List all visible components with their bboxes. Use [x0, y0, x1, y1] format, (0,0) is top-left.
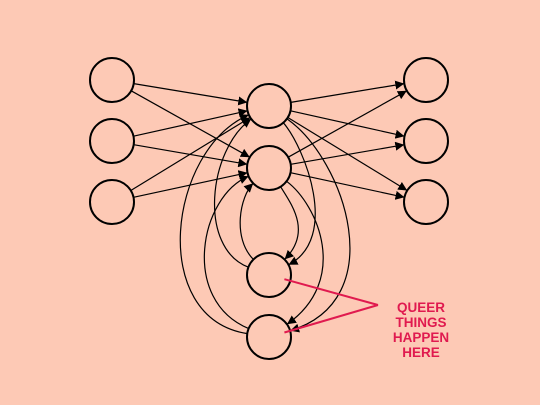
edge-h2-to-out1: [287, 90, 408, 158]
node-h2: [246, 145, 292, 191]
callout-line-loop1: [284, 278, 379, 306]
edge-in3-to-h2: [133, 170, 248, 198]
node-out3: [403, 179, 449, 225]
edge-in3-to-h1: [130, 116, 251, 192]
annotation-line-2: THINGS: [395, 315, 446, 330]
node-in2: [89, 118, 135, 164]
edge-loop2-to-h2: [203, 175, 249, 330]
edge-h2-to-out2: [290, 141, 405, 165]
callout-line-loop2: [284, 304, 379, 334]
annotation-line-3: HAPPEN: [393, 330, 449, 345]
edge-loop1-to-h1: [213, 118, 252, 268]
edge-h1-to-loop1: [282, 122, 316, 266]
edge-loop2-to-h1: [179, 114, 250, 335]
edge-h2-to-loop2: [286, 180, 324, 325]
node-loop2: [246, 314, 292, 360]
node-out2: [403, 118, 449, 164]
callout-lines: [284, 278, 379, 334]
node-out1: [403, 57, 449, 103]
edge-h2-to-loop1: [280, 186, 299, 260]
annotation-line-4: HERE: [402, 345, 440, 360]
edge-h1-to-out1: [290, 80, 405, 103]
edges-layer: [130, 80, 408, 335]
node-in3: [89, 179, 135, 225]
edge-loop1-to-h2: [239, 182, 254, 260]
edge-h1-to-loop2: [286, 118, 351, 333]
node-h1: [246, 83, 292, 129]
edge-h2-to-out3: [290, 172, 405, 200]
node-loop1: [246, 252, 292, 298]
annotation-line-1: QUEER: [397, 300, 445, 315]
edge-in1-to-h1: [133, 83, 248, 106]
node-in1: [89, 57, 135, 103]
edge-in2-to-h1: [133, 108, 248, 137]
nodes-layer: [89, 57, 449, 360]
